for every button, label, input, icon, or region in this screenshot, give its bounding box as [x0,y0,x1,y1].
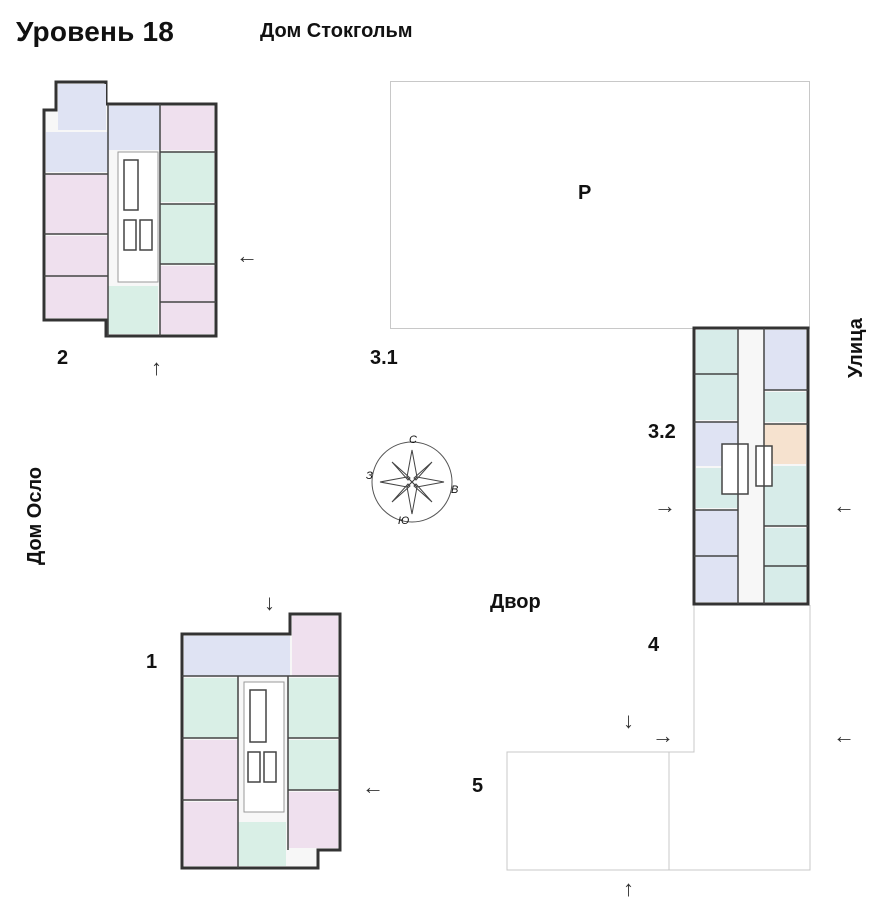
entrance-arrow-icon: ↓ [623,708,634,733]
entrance-arrow-icon: ← [362,774,384,799]
building-3-1-label: 3.1 [370,347,398,369]
neighbor-north-label: Дом Стокгольм [260,20,413,42]
compass-east: В [451,484,459,496]
building-2-plan[interactable] [40,80,220,342]
parking-area [390,81,810,329]
yard-label: Двор [490,591,541,613]
building-2-label: 2 [57,347,69,369]
entrance-arrow-icon: ← [833,493,855,518]
building-3-2-label: 3.2 [648,421,676,443]
compass-rose-icon [371,441,453,523]
entrance-arrow-icon: ← [833,723,855,748]
compass-north: С [409,434,417,446]
building-5-label: 5 [472,775,484,797]
entrance-arrow-icon: ↑ [623,876,634,901]
compass-west: З [366,470,373,482]
entrance-arrow-icon: ← [236,243,258,268]
building-1-label: 1 [146,651,158,673]
entrance-arrow-icon: ↓ [264,590,275,615]
parking-label: P [578,182,592,204]
building-3-2-plan[interactable] [692,326,810,608]
entrance-arrow-icon: → [654,493,676,518]
building-1-plan[interactable] [178,612,344,874]
entrance-arrow-icon: → [652,723,674,748]
building-4-label: 4 [648,634,660,656]
page-title: Уровень 18 [16,16,175,47]
compass-south: Ю [398,515,410,527]
entrance-arrow-icon: ↑ [151,355,162,380]
